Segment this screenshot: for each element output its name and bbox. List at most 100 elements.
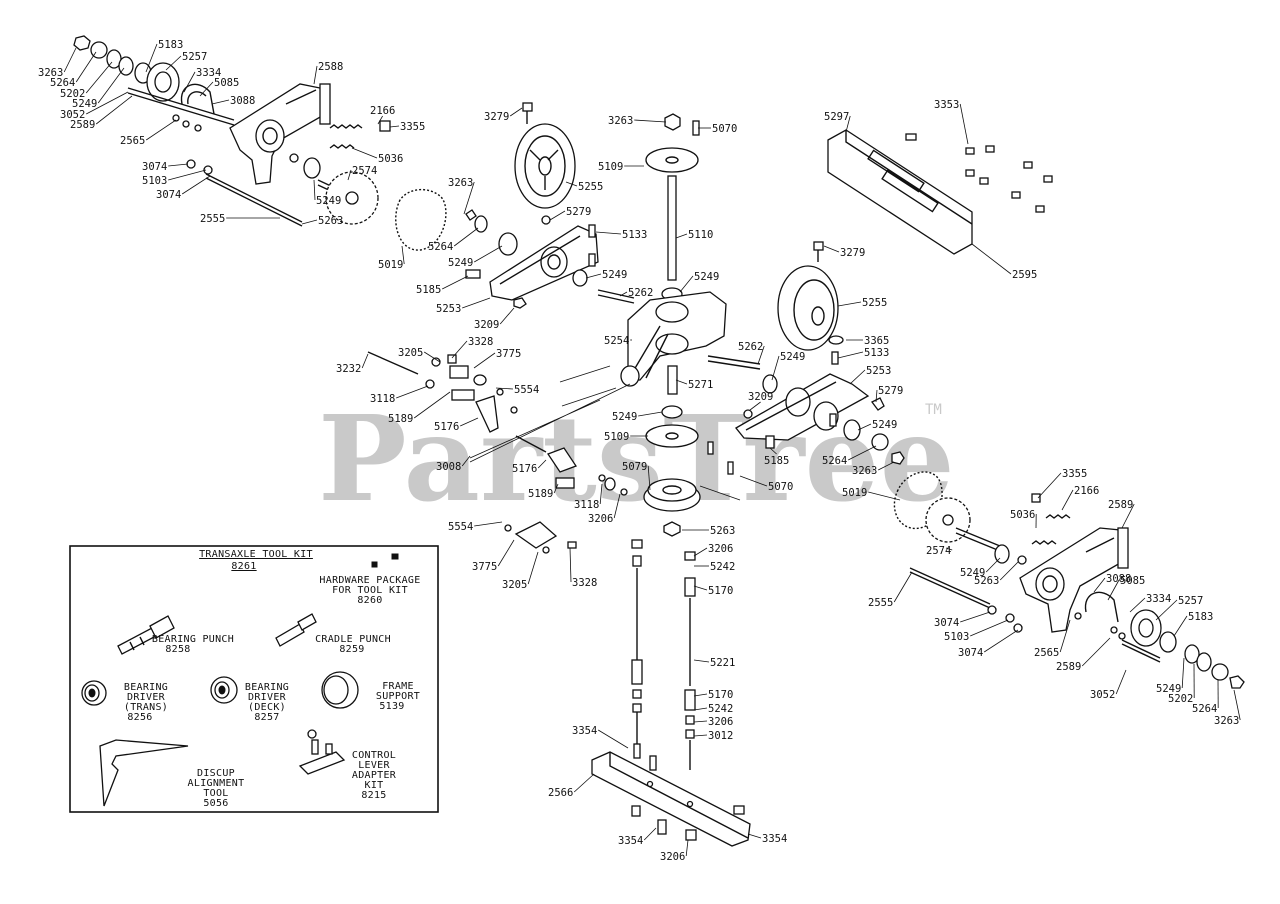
bolt-part — [195, 125, 201, 131]
part-number-label: 5133 — [622, 229, 647, 241]
bolt-part — [966, 170, 974, 176]
bearing-bracket-part — [1085, 592, 1118, 622]
part-number-label: 3775 — [496, 348, 521, 360]
spacer-part — [499, 233, 517, 255]
vertical-shaft-part — [668, 176, 676, 280]
part-number-label: 3232 — [336, 363, 361, 375]
part-callout: 5170 — [694, 689, 733, 701]
nut-part — [685, 552, 695, 560]
watermark-text: PartsTree — [318, 389, 955, 528]
part-number-label: 3088 — [230, 95, 255, 107]
part-number-label: 5264 — [1192, 703, 1217, 715]
washer-part — [662, 406, 682, 418]
washer-part — [1006, 614, 1014, 622]
washer-part — [599, 475, 605, 481]
hardware-icon — [392, 554, 398, 559]
nut-part — [1230, 676, 1244, 688]
leader-line — [98, 68, 124, 103]
part-number-label: 5109 — [598, 161, 623, 173]
part-callout: 5249 — [448, 246, 502, 269]
tool-kit-title: TRANSAXLE TOOL KIT — [199, 549, 313, 560]
shaft-part — [956, 528, 1000, 546]
leader-line — [314, 66, 317, 84]
washer-part — [290, 154, 298, 162]
part-callout: 5249 — [586, 269, 627, 281]
frame-end-plate-part — [320, 84, 330, 124]
part-number-label: 3354 — [762, 833, 787, 845]
part-callout: 5185 — [416, 276, 468, 296]
leader-line — [694, 708, 707, 710]
part-number-label: 5297 — [824, 111, 849, 123]
part-callout: 5170 — [694, 585, 733, 597]
leader-line — [694, 694, 707, 696]
left-idler-bracket-group — [466, 210, 634, 308]
part-callout: 3365 — [846, 335, 889, 347]
washer-part — [686, 730, 694, 738]
part-number-label: 2565 — [1034, 647, 1059, 659]
part-callout: 5070 — [698, 123, 737, 135]
frame-boss-part — [1036, 568, 1064, 600]
part-number-label: 3263 — [448, 177, 473, 189]
bolt-part — [1044, 176, 1052, 182]
part-number-label: 5257 — [182, 51, 207, 63]
part-number-label: 5264 — [822, 455, 847, 467]
part-callout: 5249 — [772, 351, 805, 380]
part-number-label: 3263 — [1214, 715, 1239, 727]
washer-part — [543, 547, 549, 553]
part-number-label: 5070 — [768, 481, 793, 493]
part-number-label: 5554 — [514, 384, 539, 396]
leader-line — [352, 148, 377, 158]
nut-part — [665, 114, 680, 130]
leader-line — [676, 380, 687, 384]
part-number-label: 5185 — [764, 455, 789, 467]
leader-line — [960, 612, 990, 622]
leader-line — [644, 828, 656, 840]
spacer-part — [1160, 632, 1176, 652]
bolt-part — [1036, 206, 1044, 212]
leader-line — [850, 370, 865, 384]
part-callout: 2555 — [200, 213, 280, 225]
axle-rod-part — [1122, 644, 1160, 662]
bolt-part — [966, 148, 974, 154]
screw-part — [568, 542, 576, 548]
rear-panel-group — [828, 130, 1052, 254]
leader-line — [442, 276, 468, 289]
part-number-label: 3328 — [468, 336, 493, 348]
spring-part — [1046, 515, 1070, 518]
part-number-label: 5262 — [628, 287, 653, 299]
nut-part — [632, 540, 642, 548]
part-callout: 3279 — [824, 246, 865, 259]
washer-part — [686, 716, 694, 724]
nut-part — [380, 121, 390, 131]
part-callout: 5133 — [838, 347, 889, 359]
part-number-label: 5249 — [872, 419, 897, 431]
part-number-label: 3074 — [934, 617, 959, 629]
part-number-label: 2574 — [926, 545, 951, 557]
control-lever-part: 8215 — [361, 790, 386, 801]
pivot-part — [556, 478, 574, 488]
leader-line — [146, 120, 176, 140]
part-number-label: 5263 — [974, 575, 999, 587]
part-number-label: 5079 — [622, 461, 647, 473]
part-number-label: 5176 — [434, 421, 459, 433]
part-callout: 2588 — [314, 61, 343, 84]
leader-line — [302, 220, 317, 224]
leader-line — [970, 620, 1008, 636]
part-callout: 3279 — [484, 108, 522, 123]
leader-line — [694, 586, 707, 590]
part-number-label: 3205 — [502, 579, 527, 591]
part-number-label: 5202 — [1168, 693, 1193, 705]
part-number-label: 3263 — [608, 115, 633, 127]
leader-line — [634, 120, 666, 122]
part-number-label: 2566 — [548, 787, 573, 799]
leader-line — [362, 354, 368, 368]
leader-line — [452, 341, 467, 358]
part-callout: 5183 — [1174, 611, 1213, 636]
bolt-part — [1111, 627, 1117, 633]
part-number-label: 5263 — [710, 525, 735, 537]
washer-part — [829, 336, 843, 344]
part-callout: 5242 — [694, 561, 735, 573]
part-number-label: 3118 — [574, 499, 599, 511]
part-number-label: 5085 — [214, 77, 239, 89]
bolt-head-part — [523, 103, 532, 111]
